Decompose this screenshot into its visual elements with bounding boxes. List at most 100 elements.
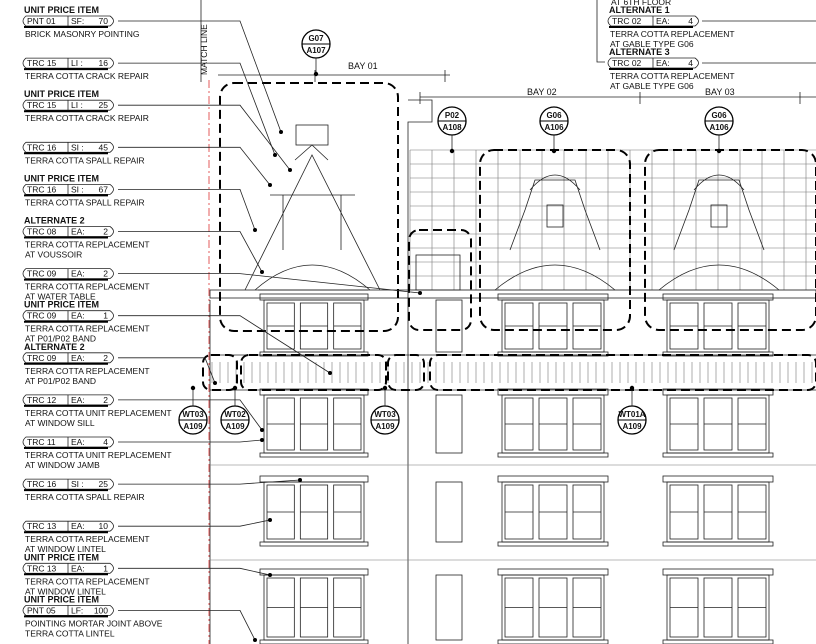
callout-heading: ALTERNATE 1: [609, 5, 670, 15]
repair-zone: [202, 354, 238, 391]
bubble-detail-id: G06: [546, 111, 562, 120]
window: [662, 388, 774, 458]
bubble-detail-id: WT03: [182, 410, 204, 419]
repair-zone: [240, 354, 387, 391]
leader-line: [118, 273, 421, 294]
item-unit: LF:: [71, 605, 83, 615]
item-description: TERRA COTTA LINTEL: [25, 628, 115, 638]
item-code: TRC 16: [27, 142, 57, 152]
callout-heading: UNIT PRICE ITEM: [24, 552, 99, 562]
bubble-sheet-id: A109: [375, 422, 395, 431]
leader-dot: [260, 270, 264, 274]
match-line-label: MATCH LINE: [199, 24, 209, 75]
repair-zone: [387, 354, 425, 391]
item-qty: 70: [99, 16, 109, 26]
leader-dot: [298, 478, 302, 482]
item-unit: EA:: [71, 395, 85, 405]
window: [259, 475, 369, 547]
item-qty: 45: [99, 142, 109, 152]
item-code: TRC 15: [27, 58, 57, 68]
item-description: AT WINDOW LINTEL: [25, 544, 106, 554]
item-qty: 4: [688, 16, 693, 26]
building-outline: [209, 99, 816, 644]
leader-line: [118, 479, 301, 485]
item-description: AT WINDOW LINTEL: [25, 586, 106, 596]
narrow-window: [435, 394, 463, 454]
callout-heading: ALTERNATE 3: [609, 47, 670, 57]
leader-dot: [418, 291, 422, 295]
leader-dot: [213, 381, 217, 385]
item-qty: 100: [94, 605, 108, 615]
leader-line: [118, 315, 331, 374]
item-description: AT P01/P02 BAND: [25, 376, 96, 386]
callout-heading: ALTERNATE 2: [24, 342, 85, 352]
window: [259, 388, 369, 458]
detail-bubbles: G07A107P02A108G06A106G06A106WT03A109WT02…: [178, 29, 734, 435]
item-qty: 2: [103, 395, 108, 405]
leader-line: [118, 231, 263, 273]
item-unit: EA:: [71, 269, 85, 279]
bubble-sheet-id: A108: [442, 123, 462, 132]
leader-line: [118, 62, 276, 156]
item-unit: EA:: [656, 16, 670, 26]
item-unit: SI :: [71, 479, 84, 489]
leader-line: [118, 439, 263, 443]
item-qty: 25: [99, 479, 109, 489]
item-code: TRC 12: [27, 395, 57, 405]
item-unit: EA:: [71, 563, 85, 573]
item-qty: 4: [688, 58, 693, 68]
callout-heading: ALTERNATE 2: [24, 216, 85, 226]
window: [497, 475, 609, 547]
item-description: TERRA COTTA SPALL REPAIR: [25, 155, 145, 165]
leader-line: [118, 519, 271, 527]
bubble-sheet-id: A106: [544, 123, 564, 132]
item-qty: 2: [103, 227, 108, 237]
leader-dot: [253, 638, 257, 642]
item-code: TRC 11: [27, 437, 56, 447]
item-qty: 10: [99, 521, 109, 531]
item-unit: SF:: [71, 16, 84, 26]
window: [662, 568, 774, 644]
item-unit: EA:: [656, 58, 670, 68]
item-description: AT P01/P02 BAND: [25, 334, 96, 344]
leader-dot: [268, 183, 272, 187]
gable-g06: [494, 174, 616, 291]
item-code: TRC 09: [27, 311, 57, 321]
repair-zone: [408, 229, 472, 331]
leader-line: [118, 357, 216, 384]
bay-label-02: BAY 02: [527, 87, 557, 97]
leader-line: [118, 567, 271, 576]
item-code: TRC 02: [612, 58, 642, 68]
item-description: TERRA COTTA SPALL REPAIR: [25, 492, 145, 502]
item-description: AT WINDOW SILL: [25, 418, 95, 428]
item-qty: 67: [99, 184, 109, 194]
bubble-detail-id: WT01A: [618, 410, 645, 419]
item-description: TERRA COTTA CRACK REPAIR: [25, 113, 149, 123]
right-top-text: AT 6TH FLOOR: [611, 0, 671, 7]
item-unit: EA:: [71, 311, 85, 321]
gable-g07: [244, 144, 381, 291]
leader-dot: [253, 228, 257, 232]
item-description: TERRA COTTA REPLACEMENT: [610, 71, 735, 81]
leader-dot: [260, 428, 264, 432]
item-description: TERRA COTTA CRACK REPAIR: [25, 71, 149, 81]
item-description: POINTING MORTAR JOINT ABOVE: [25, 618, 163, 628]
item-description: TERRA COTTA REPLACEMENT: [25, 240, 150, 250]
item-code: TRC 02: [612, 16, 642, 26]
item-description: AT GABLE TYPE G06: [610, 81, 694, 91]
